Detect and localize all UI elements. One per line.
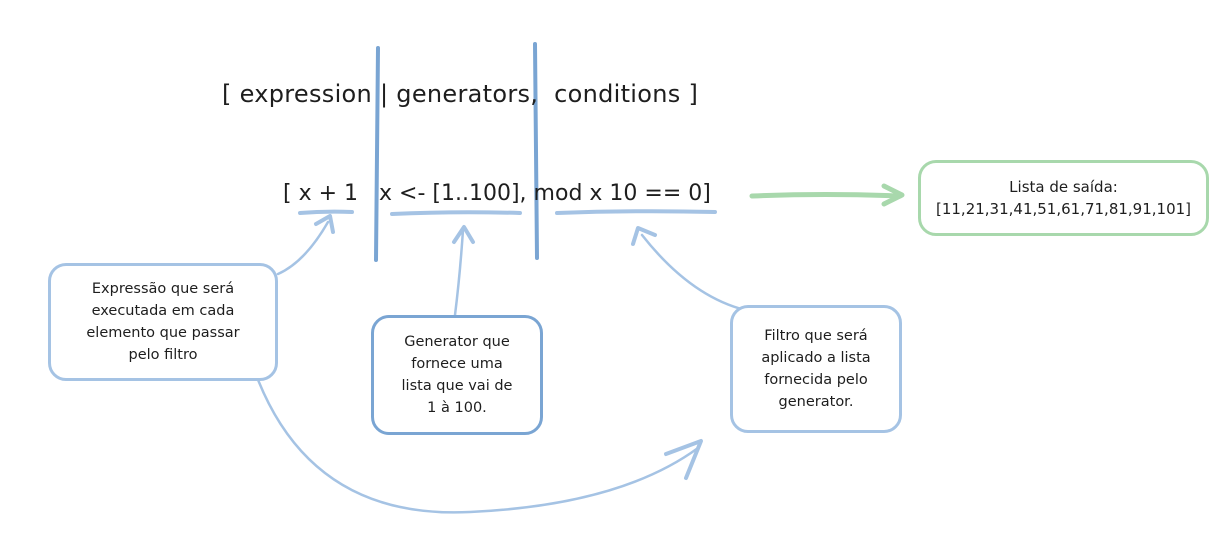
divider-right (533, 42, 539, 260)
note-generator: Generator que fornece uma lista que vai … (371, 315, 543, 435)
divider-left (374, 46, 380, 262)
example-open-bracket: [ (283, 181, 292, 206)
arrow-expression-head (314, 214, 335, 234)
arrow-curve (253, 370, 700, 514)
arrow-output (749, 192, 903, 199)
note-filter: Filtro que será aplicado a lista forneci… (730, 305, 902, 433)
arrow-generator-head (452, 225, 475, 244)
example-separator: , (519, 181, 527, 206)
arrow-output-head (881, 183, 905, 207)
example-line: [ x + 1 x <- [1..100], mod x 10 == 0] (283, 181, 711, 206)
syntax-line: [ expression | generators, conditions ] (222, 80, 699, 108)
example-condition: mod x 10 == 0 (533, 181, 703, 206)
note-expression: Expressão que será executada em cada ele… (48, 263, 278, 381)
arrow-curve-head (664, 439, 703, 480)
arrow-generator (453, 228, 465, 317)
underline-expression (298, 209, 354, 215)
example-expression: x + 1 (298, 181, 359, 206)
example-generator: x <- [1..100] (379, 181, 520, 206)
arrow-expression (276, 220, 330, 276)
underline-condition (555, 209, 717, 215)
example-close-bracket: ] (702, 181, 711, 206)
arrow-filter (640, 233, 747, 312)
underline-generator (390, 210, 522, 216)
arrow-filter-head (631, 226, 657, 246)
note-output: Lista de saída: [11,21,31,41,51,61,71,81… (918, 160, 1209, 236)
